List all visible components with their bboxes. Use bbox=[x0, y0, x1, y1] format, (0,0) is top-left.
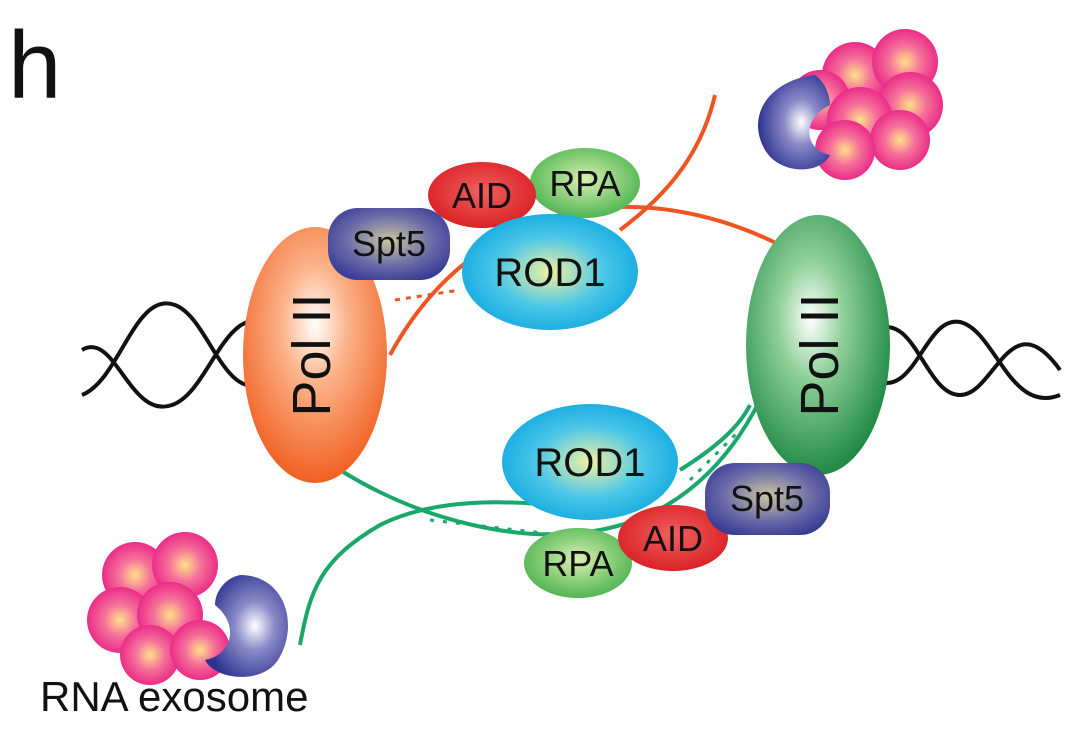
panel-label: h bbox=[8, 12, 62, 119]
pol2-right: Pol II bbox=[746, 215, 890, 475]
pol2-left-label: Pol II bbox=[282, 293, 342, 416]
rpa-top: RPA bbox=[530, 148, 640, 218]
rpa-bottom: RPA bbox=[524, 528, 632, 598]
pol2-right-label: Pol II bbox=[790, 293, 850, 416]
pol2-left: Pol II bbox=[243, 227, 387, 483]
spt5-bottom-label: Spt5 bbox=[730, 478, 804, 519]
rod1-bottom: ROD1 bbox=[502, 404, 678, 520]
spt5-bottom: Spt5 bbox=[705, 463, 830, 535]
spt5-top: Spt5 bbox=[328, 208, 450, 280]
rna-exosome-bottom bbox=[87, 532, 289, 685]
exosome-cap-bottom-icon bbox=[205, 575, 289, 677]
spt5-top-label: Spt5 bbox=[352, 223, 426, 264]
rod1-top-label: ROD1 bbox=[494, 251, 605, 295]
rpa-top-label: RPA bbox=[549, 163, 620, 204]
aid-bottom: AID bbox=[618, 505, 728, 571]
exosome-cap-top-icon bbox=[758, 75, 830, 170]
aid-bottom-label: AID bbox=[643, 518, 703, 559]
aid-top: AID bbox=[428, 162, 536, 228]
rod1-top: ROD1 bbox=[462, 214, 638, 330]
aid-top-label: AID bbox=[452, 175, 512, 216]
dna-helix-right bbox=[874, 319, 1062, 400]
rna-exosome-top bbox=[758, 29, 943, 180]
dna-helix-left bbox=[80, 301, 272, 409]
rod1-bottom-label: ROD1 bbox=[534, 441, 645, 485]
rpa-bottom-label: RPA bbox=[542, 543, 613, 584]
rna-exosome-caption: RNA exosome bbox=[40, 673, 309, 720]
